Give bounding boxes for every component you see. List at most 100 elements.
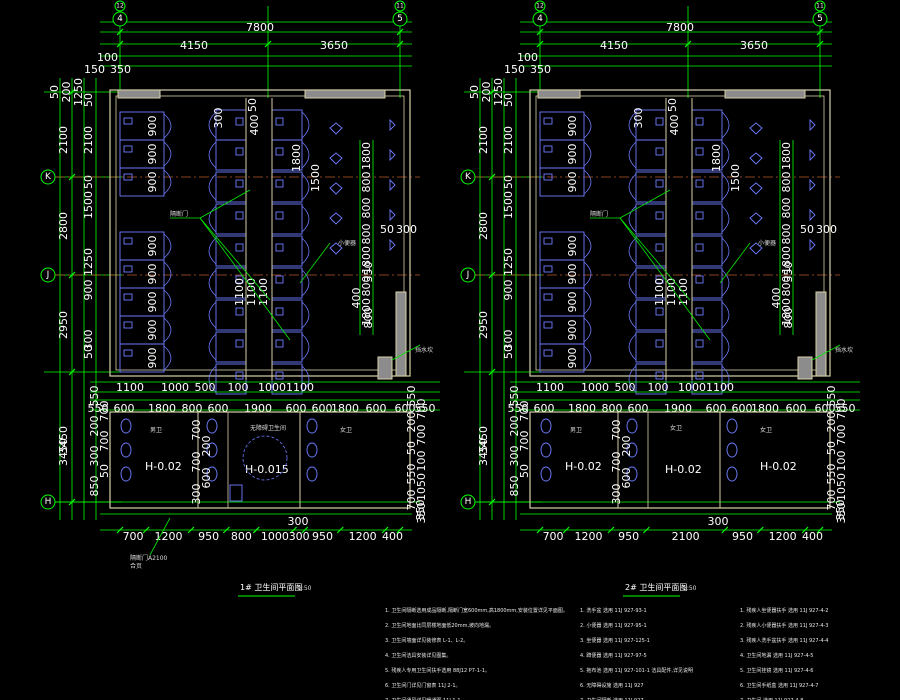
urinal-3 xyxy=(329,212,343,225)
stall-door-swing xyxy=(583,141,592,167)
dim-right-lower-3: 700 xyxy=(835,425,848,446)
toilet-fixture xyxy=(543,237,553,245)
axis-bubble-top-1: 4 xyxy=(537,14,543,24)
urinal-2 xyxy=(749,182,763,195)
dim-mid-lower-4: 300 xyxy=(190,484,203,505)
dim-right-2: 800 xyxy=(780,198,793,219)
dimension-tick xyxy=(488,173,496,181)
bottom-left-label-2: 合页 xyxy=(130,562,142,570)
dim-bottom-extra: 350 xyxy=(834,500,847,521)
room-label-women: 女卫 xyxy=(760,426,772,434)
dim-left-inner-0: 50 xyxy=(82,93,95,107)
axis-bubble-k: K xyxy=(465,172,472,182)
stall-door-swing xyxy=(301,237,310,265)
stall-door-swing xyxy=(208,141,217,169)
urinal-right-1 xyxy=(809,148,816,162)
sink-left-0 xyxy=(540,418,552,434)
dim-right-6: 1800 xyxy=(360,298,373,326)
note-col1-2: 3. 卫生间墙面详见装修表 L-1、L-2。 xyxy=(385,637,468,644)
dim-row2-7: 600 xyxy=(732,402,753,415)
note-col2-6: 7. 卫生间隔断 选用 11J 927 xyxy=(580,697,644,700)
stall-door-swing xyxy=(301,111,310,139)
dimension-tick xyxy=(536,40,544,48)
dim-left-inner-7: 50 xyxy=(82,345,95,359)
dim-row2-11: 550 xyxy=(835,402,856,415)
dim-left-4: 3450 xyxy=(477,426,490,454)
urinal-2 xyxy=(329,182,343,195)
urinal-right-0 xyxy=(389,118,396,132)
exterior-wall xyxy=(529,89,831,377)
dimension-tick xyxy=(290,526,298,534)
dimension-tick xyxy=(816,526,824,534)
toilet-fixture xyxy=(695,117,704,126)
dimension-tick xyxy=(116,526,124,534)
dim-left-lower-3: 700 xyxy=(518,431,531,452)
toilet-fixture xyxy=(275,147,284,156)
sink-right-0 xyxy=(726,418,738,434)
dim-mid-lower-0: 700 xyxy=(190,420,203,441)
dim-left-lower-4: 300 xyxy=(88,446,101,467)
dim-split-1: 4150 xyxy=(600,39,628,52)
toilet-fixture xyxy=(235,371,244,380)
dim-left-4: 3450 xyxy=(57,426,70,454)
dim-row2-0: 550 xyxy=(508,402,529,415)
dim-mid-0: 1100 xyxy=(116,381,144,394)
dim-left-lower-4: 300 xyxy=(508,446,521,467)
note-col3-4: 5. 卫生间挂镜 选用 11J 927-4-6 xyxy=(740,667,813,674)
sink-mid-1 xyxy=(206,442,218,458)
dim-row2-3: 800 xyxy=(602,402,623,415)
toilet-fixture xyxy=(695,243,704,252)
toilet-fixture xyxy=(235,211,244,220)
stall-mid-label-1: 1100 xyxy=(665,278,678,306)
dim-mid-5: 1100 xyxy=(706,381,734,394)
dim-bottom-8: 400 xyxy=(382,530,403,543)
stall-door-swing xyxy=(163,141,172,167)
axis-bubble-top-1-circle xyxy=(112,11,128,27)
stall-left-label-6: 900 xyxy=(566,320,579,341)
stall-door-swing xyxy=(163,345,172,371)
dim-top-note-1: 50 xyxy=(246,98,259,112)
dim-right-top: 1800 xyxy=(710,144,723,172)
stall-door-swing xyxy=(301,301,310,329)
dim-bottom-6: 950 xyxy=(312,530,333,543)
toilet-fixture xyxy=(655,275,664,284)
dim-row2-2: 1800 xyxy=(568,402,596,415)
axis-bubble-top-small-1-circle xyxy=(114,0,126,12)
stall-door-swing xyxy=(628,269,637,297)
dim-bottom-note: 300 xyxy=(288,515,309,528)
dim-right-note-3: 400 xyxy=(350,288,363,309)
stall-door-swing xyxy=(628,365,637,393)
dim-right-lower-9: 350 xyxy=(835,503,848,524)
dim-left-2: 2800 xyxy=(57,212,70,240)
lower-room-outline xyxy=(529,411,831,509)
general-notes: 1. 卫生间隔断选用成品隔断,隔断门宽600mm,高1800mm,安装位置详见平… xyxy=(385,607,828,700)
dim-row2-8: 1800 xyxy=(751,402,779,415)
toilet-fixture xyxy=(123,237,133,245)
toilet-fixture xyxy=(123,349,133,357)
sink-mid-0 xyxy=(206,418,218,434)
dim-row2-7: 600 xyxy=(312,402,333,415)
dimension-tick xyxy=(488,271,496,279)
dim-row2-6: 600 xyxy=(706,402,727,415)
stall-door-swing xyxy=(628,111,637,139)
dim-right-lower-1: 700 xyxy=(415,399,428,420)
dim-right-note-5: 1500 xyxy=(309,164,322,192)
stall-door-swing xyxy=(721,301,730,329)
dim-mid-lower-2: 700 xyxy=(190,452,203,473)
dim-right-note-4: 350 xyxy=(782,262,795,283)
stall-door-swing xyxy=(208,237,217,265)
room-label-mid: 无障碍卫生间 xyxy=(250,424,286,432)
dim-mid-2: 500 xyxy=(195,381,216,394)
stall-left-label-1: 900 xyxy=(566,144,579,165)
dim-top-small-3: 350 xyxy=(110,63,131,76)
dim-left-top-small-2: 1250 xyxy=(492,78,505,106)
dim-right-4: 1800 xyxy=(780,246,793,274)
dim-split-1: 4150 xyxy=(180,39,208,52)
dim-right-lower-4: 50 xyxy=(825,441,838,455)
dim-top-note-2: 300 xyxy=(212,108,225,129)
dimension-tick xyxy=(252,526,260,534)
toilet-fixture xyxy=(543,145,553,153)
